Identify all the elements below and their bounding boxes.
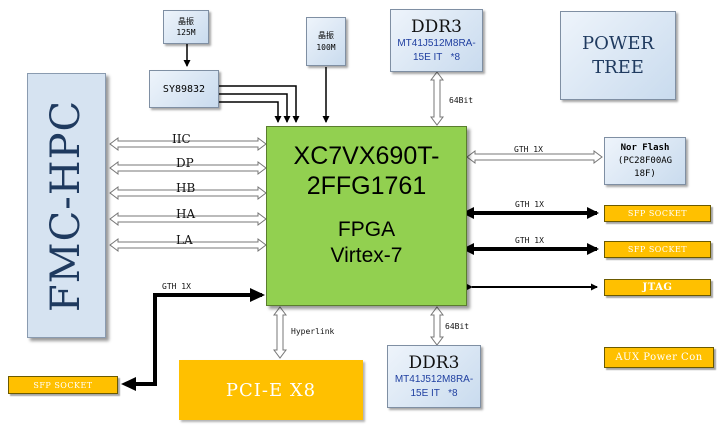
clk-link-3 [219, 101, 282, 123]
ddr3-top-part2: 15E IT *8 [412, 51, 461, 63]
nor-flash-link-label: GTH 1X [514, 145, 543, 154]
ddr3-top-block: DDR3 MT41J512M8RA- 15E IT *8 [390, 9, 483, 72]
clk-link-2 [219, 93, 291, 123]
sfp2-socket: SFP SOCKET [604, 241, 711, 258]
ddr3-bottom-block: DDR3 MT41J512M8RA- 15E IT *8 [387, 345, 481, 408]
fmc-hpc-block: FMC-HPC [27, 73, 106, 338]
aux-power-block: AUX Power Con [604, 347, 714, 368]
fmc-hpc-label: FMC-HPC [43, 99, 90, 312]
crystal-125-title: 晶振 [178, 17, 194, 26]
power-tree-block: POWER TREE [560, 11, 676, 100]
fpga-part-line1: XC7VX690T- [293, 142, 440, 170]
fpga-part-line2: 2FFG1761 [306, 172, 427, 200]
ddr3-bottom-bus: 64Bit [445, 322, 470, 331]
ddr3-top-title: DDR3 [411, 16, 462, 37]
ddr3-bottom-part: MT41J512M8RA- [394, 373, 474, 385]
pcie-label: PCI-E X8 [225, 379, 317, 401]
clock-chip-label: SY89832 [162, 83, 206, 95]
sfp-left-socket: SFP SOCKET [8, 376, 118, 394]
ddr3-top-part: MT41J512M8RA- [397, 37, 476, 49]
sfp2-link-label: GTH 1X [515, 236, 544, 245]
power-tree-line1: POWER [581, 32, 655, 54]
link-label-iic: IIC [172, 132, 191, 146]
clock-chip-block: SY89832 [149, 70, 219, 108]
clk-link-1 [219, 85, 300, 123]
fpga-type: FPGA [337, 218, 396, 241]
link-label-la: LA [176, 233, 193, 247]
crystal-100-block: 晶振 100M [306, 17, 346, 66]
ddr3-bottom-part2: 15E IT *8 [410, 387, 458, 399]
ddr3-top-bus: 64Bit [449, 96, 474, 105]
nor-flash-part: (PC28F00AG [617, 155, 673, 166]
sfp-left-path [127, 293, 262, 386]
crystal-125-freq: 125M [176, 28, 196, 37]
crystal-100-freq: 100M [316, 42, 336, 52]
ddr3-bottom-title: DDR3 [408, 352, 460, 373]
power-tree-line2: TREE [592, 56, 644, 78]
nor-flash-part2: 18F) [634, 168, 656, 179]
crystal-125-block: 晶振 125M [163, 10, 209, 44]
nor-flash-block: Nor Flash (PC28F00AG 18F) [604, 137, 686, 185]
link-label-hb: HB [176, 181, 196, 195]
sfp-left-link-label: GTH 1X [162, 282, 191, 291]
nor-flash-title: Nor Flash [620, 142, 670, 153]
fpga-family: Virtex-7 [330, 244, 403, 267]
sfp1-socket: SFP SOCKET [604, 205, 711, 222]
sfp1-link-label: GTH 1X [515, 200, 544, 209]
link-label-dp: DP [176, 156, 194, 170]
pcie-link-label: Hyperlink [291, 327, 335, 336]
jtag-block: JTAG [604, 279, 711, 296]
pcie-block: PCI-E X8 [179, 360, 363, 420]
crystal-100-title: 晶振 [318, 30, 334, 40]
link-label-ha: HA [176, 207, 196, 221]
fpga-block: XC7VX690T- 2FFG1761 FPGA Virtex-7 [266, 126, 467, 306]
